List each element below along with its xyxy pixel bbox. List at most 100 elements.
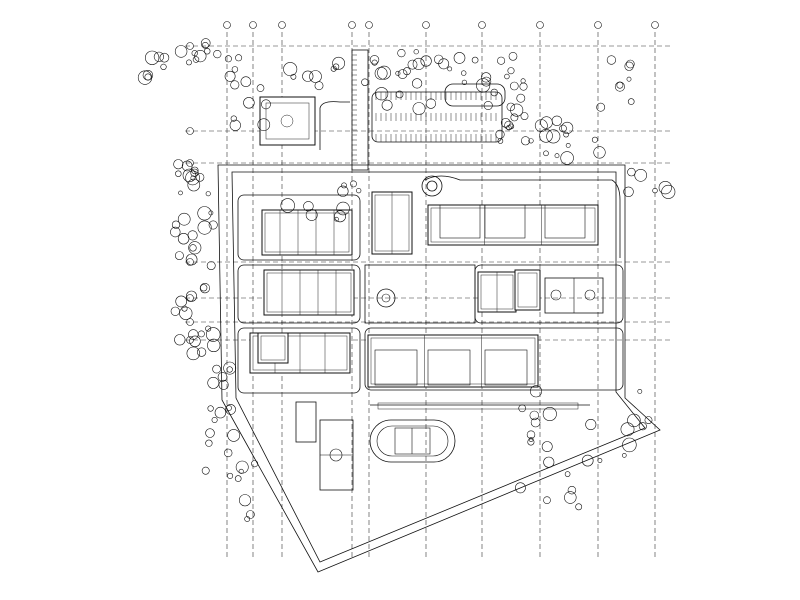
tree <box>564 491 577 504</box>
tree <box>661 184 676 199</box>
grid-bubble <box>186 127 194 135</box>
tree <box>461 79 468 85</box>
tree <box>213 49 222 59</box>
building <box>367 334 539 388</box>
tree <box>434 54 444 65</box>
tree <box>374 67 388 80</box>
tree <box>244 516 251 522</box>
courtyard <box>439 204 481 239</box>
tree <box>507 67 515 75</box>
tree <box>621 453 627 458</box>
tree <box>251 460 259 468</box>
tree <box>261 99 271 110</box>
tree <box>205 191 211 197</box>
tree <box>369 55 380 65</box>
tree <box>375 87 389 101</box>
tree <box>217 372 228 382</box>
tree <box>309 70 322 83</box>
tree <box>201 466 210 475</box>
tree <box>397 69 408 79</box>
tree <box>624 61 634 71</box>
grid-bubble <box>536 21 544 29</box>
tree <box>205 325 212 332</box>
tree <box>207 338 221 353</box>
tree <box>229 119 241 131</box>
tree <box>175 295 187 308</box>
tree <box>561 121 574 134</box>
tree <box>231 66 239 73</box>
tree <box>585 418 597 430</box>
tree <box>529 410 539 421</box>
tree <box>189 335 201 347</box>
tree <box>591 136 598 143</box>
tree <box>413 49 419 55</box>
tree <box>627 98 635 105</box>
tree <box>145 50 160 65</box>
building-interior <box>266 272 352 313</box>
tree <box>471 56 479 64</box>
tree <box>520 112 529 120</box>
grid-bubble <box>594 21 602 29</box>
tree <box>361 78 369 86</box>
tree <box>516 93 526 103</box>
grid-lines <box>185 21 670 560</box>
tree <box>192 56 200 63</box>
building <box>427 204 599 246</box>
tree <box>177 212 191 226</box>
building-interior <box>374 194 410 252</box>
tree <box>481 72 492 83</box>
tree <box>226 366 233 373</box>
building-interior <box>430 207 596 243</box>
tree <box>658 181 672 195</box>
tree <box>212 364 221 374</box>
grid-bubble <box>278 21 286 29</box>
tree <box>504 120 514 130</box>
tree <box>170 306 180 316</box>
tree <box>227 472 234 479</box>
tree <box>290 73 297 80</box>
tree <box>518 404 527 413</box>
tree <box>227 429 240 442</box>
tree <box>199 283 210 294</box>
building-interior <box>480 274 514 310</box>
tree <box>453 52 466 64</box>
tree <box>186 59 192 66</box>
tree <box>504 73 510 80</box>
tree <box>497 56 506 65</box>
tree <box>201 42 209 49</box>
tree <box>204 47 211 55</box>
tree <box>596 102 606 112</box>
tree <box>530 417 541 428</box>
tree <box>144 73 152 81</box>
tree <box>395 70 401 76</box>
tree <box>170 226 181 238</box>
tree <box>197 206 212 221</box>
tree <box>206 261 216 270</box>
tree <box>185 253 198 266</box>
tree <box>195 173 205 182</box>
tree <box>190 168 199 177</box>
tree <box>137 70 153 85</box>
tree <box>510 113 519 122</box>
tree <box>425 98 437 109</box>
tree <box>206 327 221 342</box>
building <box>514 269 541 311</box>
building <box>261 209 353 256</box>
building-interior <box>260 335 286 361</box>
tree <box>420 55 432 67</box>
tree <box>542 406 557 421</box>
tree <box>528 138 534 144</box>
tree <box>224 55 232 63</box>
tree <box>528 437 534 442</box>
courtyard <box>484 204 526 239</box>
tree <box>652 187 658 194</box>
tree <box>207 376 220 389</box>
courtyard <box>484 349 528 386</box>
building <box>257 332 289 364</box>
tree <box>257 118 271 131</box>
tree <box>186 290 198 302</box>
tree <box>508 51 518 61</box>
tree <box>334 210 346 223</box>
tree <box>543 150 549 157</box>
